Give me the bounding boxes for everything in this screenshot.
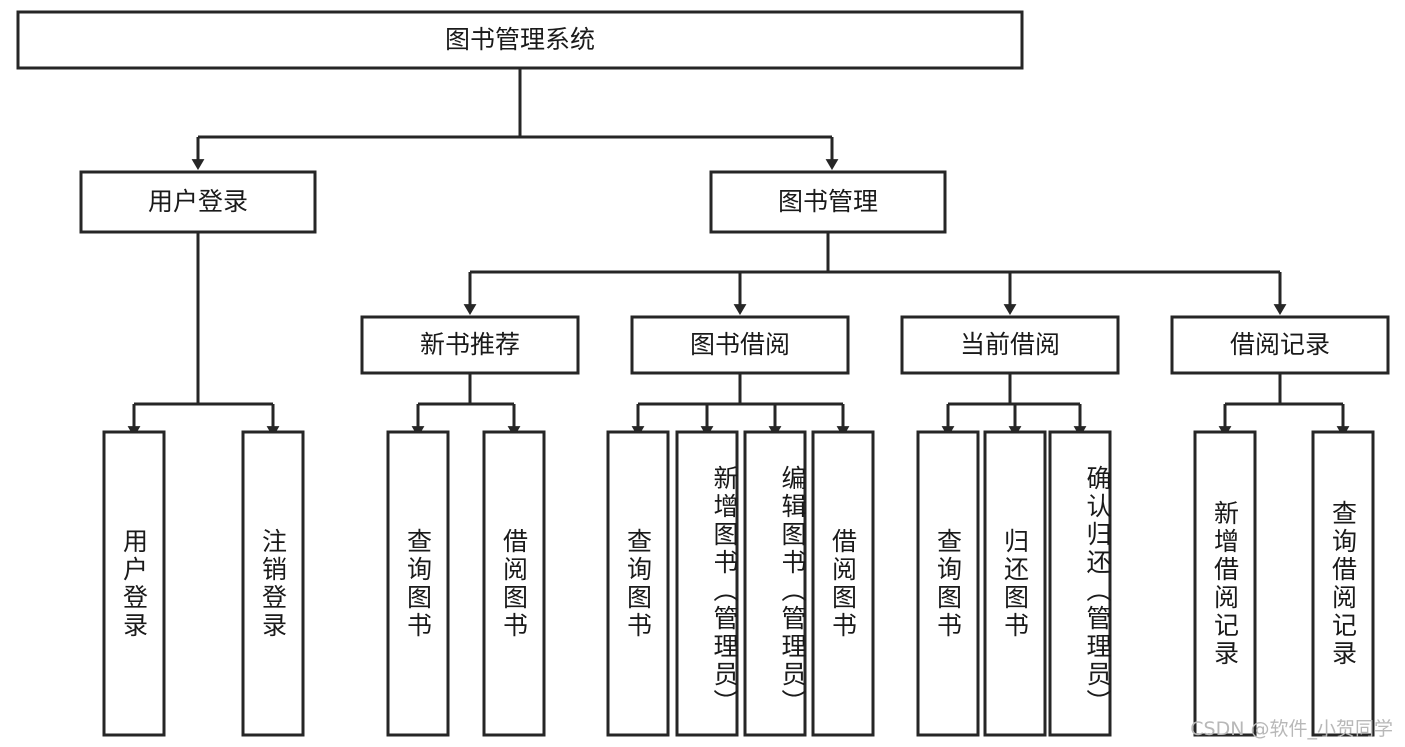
- node-user-login-box[interactable]: [79, 170, 317, 234]
- connector-new-book-to-leaves: [411, 373, 521, 438]
- leaf-borrow-borrow-book-box[interactable]: [811, 430, 875, 737]
- node-new-book-recommend-box[interactable]: [360, 315, 580, 375]
- leaf-records-add-box[interactable]: [1193, 430, 1257, 737]
- node-root-label: 图书管理系统: [445, 25, 595, 54]
- leaf-borrow-edit-book-box[interactable]: [743, 430, 807, 737]
- csdn-watermark: CSDN @软件_小贺同学: [1190, 718, 1393, 740]
- node-borrow-records-label: 借阅记录: [1230, 330, 1330, 359]
- leaf-new-book-query-box[interactable]: [386, 430, 450, 737]
- leaf-borrow-query-box[interactable]: [606, 430, 670, 737]
- node-root-box[interactable]: [16, 10, 1024, 70]
- leaf-new-book-borrow-box[interactable]: [482, 430, 546, 737]
- connector-borrow-records-to-leaves: [1218, 373, 1350, 438]
- connector-current-borrow-to-leaves: [941, 373, 1087, 438]
- leaf-records-query-box[interactable]: [1311, 430, 1375, 737]
- connector-book-borrow-to-leaves: [631, 373, 850, 438]
- node-book-management-label: 图书管理: [778, 187, 878, 216]
- node-user-login-label: 用户登录: [148, 187, 248, 216]
- leaf-user-login-logout-box[interactable]: [241, 430, 305, 737]
- leaf-current-confirm-return-box[interactable]: [1048, 430, 1112, 737]
- leaf-current-query-box[interactable]: [916, 430, 980, 737]
- node-book-management-box[interactable]: [709, 170, 947, 234]
- node-current-borrow-box[interactable]: [900, 315, 1120, 375]
- connector-books-to-level3: [463, 232, 1287, 316]
- node-book-borrow-box[interactable]: [630, 315, 850, 375]
- node-current-borrow-label: 当前借阅: [960, 330, 1060, 359]
- leaf-user-login-login-box[interactable]: [102, 430, 166, 737]
- node-book-borrow-label: 图书借阅: [690, 330, 790, 359]
- connector-user-login-to-leaves: [127, 232, 280, 438]
- leaf-current-return-box[interactable]: [983, 430, 1047, 737]
- leaf-borrow-add-book-box[interactable]: [675, 430, 739, 737]
- node-new-book-recommend-label: 新书推荐: [420, 330, 520, 359]
- connector-root-to-level2: [191, 68, 839, 171]
- node-borrow-records-box[interactable]: [1170, 315, 1390, 375]
